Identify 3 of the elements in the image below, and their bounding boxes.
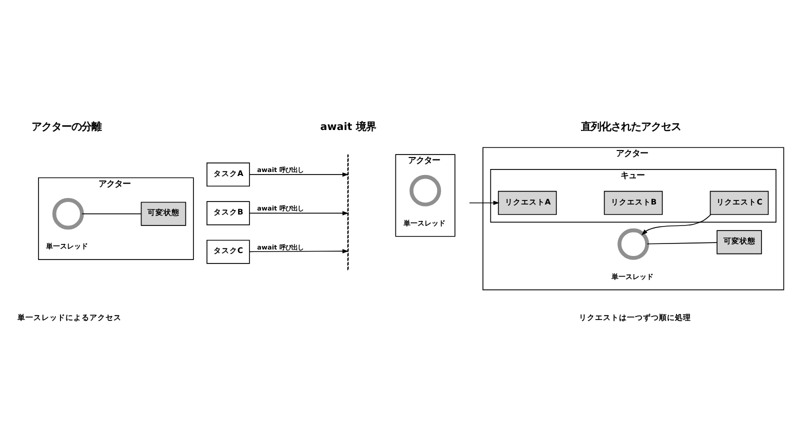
label: await 境界: [320, 120, 376, 132]
label: 直列化されたアクセス: [580, 120, 681, 132]
label: アクターの分離: [31, 120, 102, 132]
